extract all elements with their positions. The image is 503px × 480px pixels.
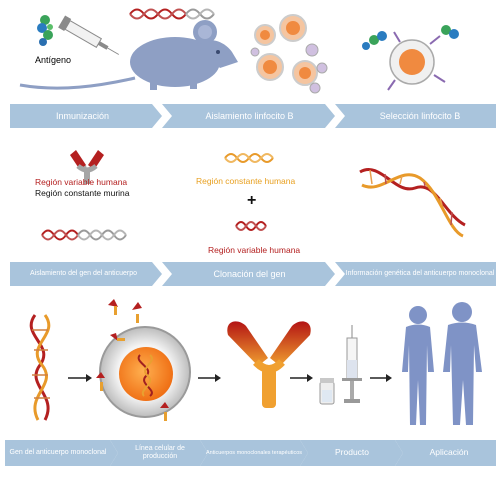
mouse-icon: [19, 20, 238, 90]
arrow-right-icon: [370, 374, 392, 382]
row1-arrow-3: [335, 104, 496, 128]
dna-icon: [359, 168, 466, 238]
row1-arrow-1: [10, 104, 162, 128]
dna-icon: [129, 8, 215, 20]
row1-arrow-2: [162, 104, 335, 128]
row3-arrow-1: [5, 440, 118, 466]
region-constante-murina-label: Región constante murina: [35, 188, 130, 198]
row2-arrow-3: [335, 262, 496, 286]
dna-icon: [41, 229, 127, 241]
row3-arrow-3: [200, 440, 308, 466]
human-body-icon: [443, 302, 482, 425]
cell-icon: [99, 326, 191, 418]
human-body-icon: [402, 306, 434, 425]
antibody-icon: [227, 321, 311, 408]
arrow-right-icon: [290, 374, 313, 382]
antigen-icon: [37, 15, 53, 46]
region-constante-humana-label: Región constante humana: [196, 176, 296, 186]
dna-icon: [235, 221, 267, 231]
row3-arrow-4: [300, 440, 403, 466]
region-variable-humana-label: Región variable humana: [35, 177, 127, 187]
b-cell-icon: [362, 25, 459, 91]
vaccine-syringe-icon: [58, 15, 120, 55]
vial-icon: [319, 378, 335, 405]
row2-arrow-1: [10, 262, 162, 286]
dna-icon: [29, 314, 51, 421]
region-variable-humana-label-2: Región variable humana: [208, 245, 300, 255]
antibody-icon: [96, 299, 169, 421]
dna-icon: [224, 153, 274, 163]
row2-arrow-2: [162, 262, 335, 286]
plus-sign: +: [247, 192, 256, 209]
b-cell-cluster: [250, 14, 328, 94]
arrow-right-icon: [198, 374, 221, 382]
row3-arrow-5: [395, 440, 496, 466]
syringe-icon: [342, 325, 362, 403]
antibody-icon: [70, 150, 104, 184]
row3-arrow-2: [110, 440, 208, 466]
antigen-label: Antígeno: [35, 55, 71, 65]
arrow-right-icon: [68, 374, 92, 382]
